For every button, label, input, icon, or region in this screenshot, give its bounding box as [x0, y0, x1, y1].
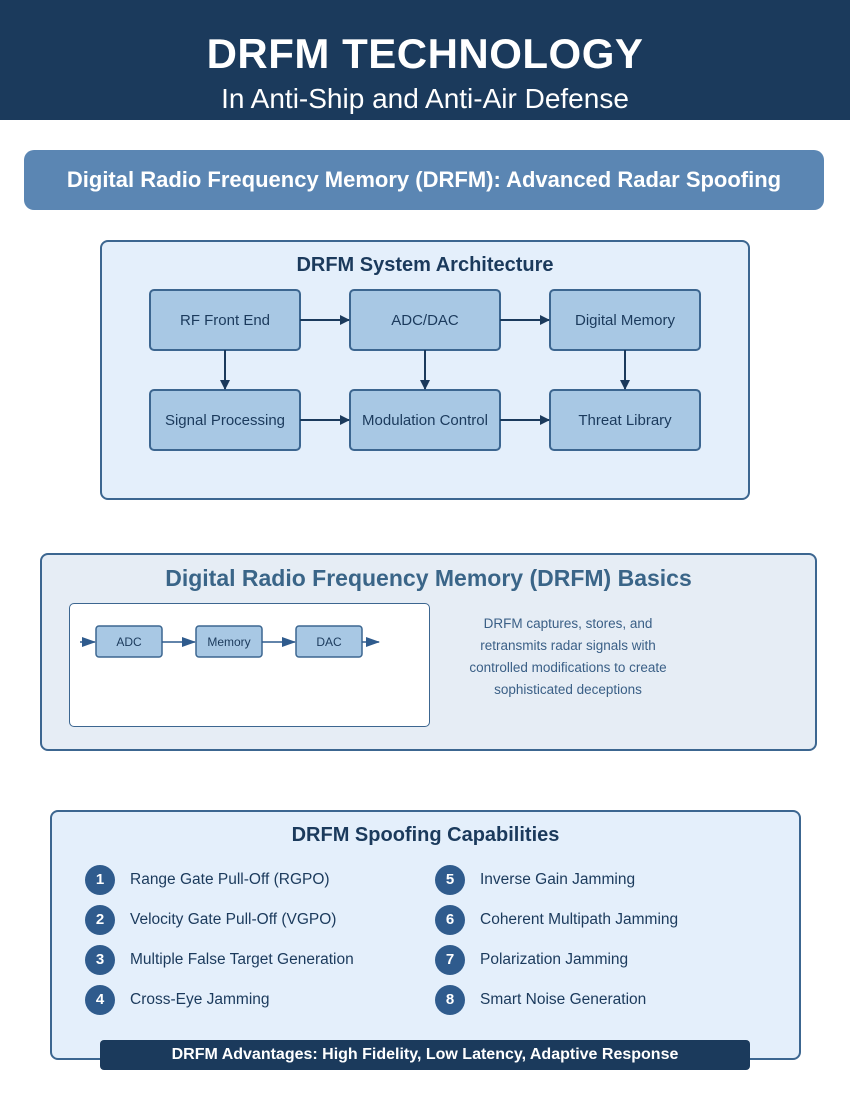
node-label: Threat Library — [578, 412, 672, 429]
node-label: Digital Memory — [575, 312, 676, 329]
capability-number-badge: 4 — [85, 985, 115, 1015]
flow-node-dac: DAC — [295, 625, 363, 658]
capabilities-panel: DRFM Spoofing Capabilities — [50, 810, 801, 1060]
page-subtitle: In Anti-Ship and Anti-Air Defense — [221, 83, 629, 114]
capability-number-badge: 3 — [85, 945, 115, 975]
capability-label: Polarization Jamming — [480, 951, 629, 968]
architecture-title: DRFM System Architecture — [296, 254, 554, 276]
capability-label: Range Gate Pull-Off (RGPO) — [130, 871, 330, 888]
node-label: Signal Processing — [165, 412, 285, 429]
node-digital-memory: Digital Memory — [549, 289, 701, 351]
capabilities-title: DRFM Spoofing Capabilities — [291, 824, 560, 846]
capability-label: Inverse Gain Jamming — [480, 871, 636, 888]
advantages-footer: DRFM Advantages: High Fidelity, Low Late… — [100, 1040, 750, 1070]
flow-label: Memory — [207, 635, 250, 649]
capability-label: Multiple False Target Generation — [130, 951, 354, 968]
node-adc-dac: ADC/DAC — [349, 289, 501, 351]
header: DRFM TECHNOLOGY In Anti-Ship and Anti-Ai… — [0, 0, 850, 120]
capability-number-badge: 7 — [435, 945, 465, 975]
capability-number-badge: 5 — [435, 865, 465, 895]
node-threat-library: Threat Library — [549, 389, 701, 451]
flow-label: DAC — [316, 635, 342, 649]
basics-title: Digital Radio Frequency Memory (DRFM) Ba… — [165, 565, 692, 591]
node-signal-processing: Signal Processing — [149, 389, 301, 451]
capability-number-badge: 8 — [435, 985, 465, 1015]
basics-description: DRFM captures, stores, and retransmits r… — [469, 616, 667, 697]
basics-panel: Digital Radio Frequency Memory (DRFM) Ba… — [40, 553, 817, 751]
page-title: DRFM TECHNOLOGY — [206, 30, 644, 77]
node-modulation-control: Modulation Control — [349, 389, 501, 451]
capability-label: Cross-Eye Jamming — [130, 991, 270, 1008]
basics-flow-box — [69, 603, 430, 727]
capability-label: Coherent Multipath Jamming — [480, 911, 679, 928]
flow-node-memory: Memory — [195, 625, 263, 658]
capability-number-badge: 6 — [435, 905, 465, 935]
flow-node-adc: ADC — [95, 625, 163, 658]
capability-label: Velocity Gate Pull-Off (VGPO) — [130, 911, 337, 928]
flow-label: ADC — [116, 635, 142, 649]
capability-label: Smart Noise Generation — [480, 991, 647, 1008]
capability-number-badge: 2 — [85, 905, 115, 935]
node-label: RF Front End — [180, 312, 270, 329]
node-label: Modulation Control — [362, 412, 488, 429]
node-label: ADC/DAC — [391, 312, 459, 329]
section-banner: Digital Radio Frequency Memory (DRFM): A… — [24, 150, 824, 210]
capability-number-badge: 1 — [85, 865, 115, 895]
